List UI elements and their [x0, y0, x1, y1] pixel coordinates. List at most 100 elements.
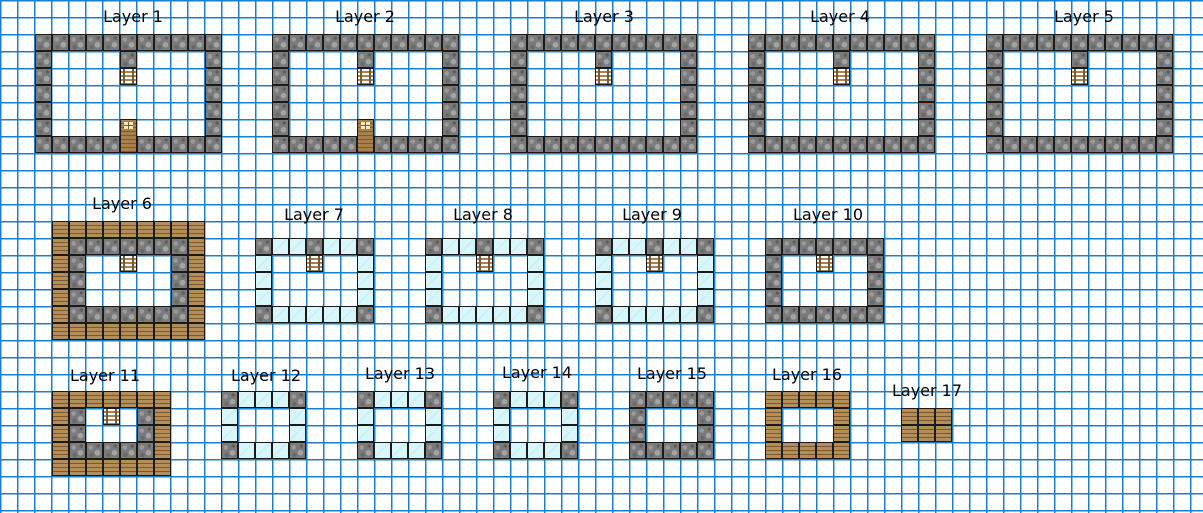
layer-label: Layer 11: [69, 366, 141, 385]
empty-cell: [850, 272, 867, 289]
cobblestone-block: [323, 34, 340, 51]
glass-block: [306, 306, 323, 323]
empty-cell: [782, 425, 799, 442]
empty-cell: [544, 51, 561, 68]
empty-cell: [867, 68, 884, 85]
empty-cell: [238, 408, 255, 425]
cobblestone-block: [205, 34, 222, 51]
empty-cell: [782, 102, 799, 119]
cobblestone-block: [171, 306, 188, 323]
cobblestone-block: [340, 136, 357, 153]
empty-cell: [1003, 68, 1020, 85]
empty-cell: [137, 119, 154, 136]
cobblestone-block: [221, 442, 238, 459]
empty-cell: [850, 255, 867, 272]
empty-cell: [442, 272, 459, 289]
layer-blocks: [510, 34, 697, 153]
empty-cell: [833, 255, 850, 272]
empty-cell: [833, 85, 850, 102]
cobblestone-block: [137, 238, 154, 255]
cobblestone-block: [137, 34, 154, 51]
cobblestone-block: [391, 136, 408, 153]
empty-cell: [1037, 68, 1054, 85]
glass-block: [238, 391, 255, 408]
empty-cell: [1105, 68, 1122, 85]
glass-block: [323, 238, 340, 255]
cobblestone-block: [425, 391, 442, 408]
wood-planks-block: [52, 306, 69, 323]
wood-planks-block: [154, 442, 171, 459]
cobblestone-block: [986, 51, 1003, 68]
wood-planks-block: [782, 442, 799, 459]
empty-cell: [527, 51, 544, 68]
empty-cell: [629, 85, 646, 102]
cobblestone-block: [272, 51, 289, 68]
layer-label: Layer 5: [1054, 7, 1114, 26]
empty-cell: [52, 68, 69, 85]
empty-cell: [612, 289, 629, 306]
empty-cell: [137, 272, 154, 289]
empty-cell: [1139, 51, 1156, 68]
empty-cell: [680, 408, 697, 425]
wood-planks-block: [52, 391, 69, 408]
cobblestone-block: [86, 238, 103, 255]
layer-label: Layer 17: [891, 381, 963, 400]
cobblestone-block: [629, 34, 646, 51]
empty-cell: [103, 272, 120, 289]
cobblestone-block: [425, 136, 442, 153]
glass-block: [425, 289, 442, 306]
cobblestone-block: [595, 306, 612, 323]
empty-cell: [578, 85, 595, 102]
empty-cell: [646, 289, 663, 306]
cobblestone-block: [289, 136, 306, 153]
empty-cell: [663, 408, 680, 425]
empty-cell: [86, 255, 103, 272]
cobblestone-block: [103, 34, 120, 51]
cobblestone-block: [986, 102, 1003, 119]
empty-cell: [578, 119, 595, 136]
empty-cell: [391, 51, 408, 68]
empty-cell: [544, 408, 561, 425]
cobblestone-block: [833, 34, 850, 51]
cobblestone-block: [69, 289, 86, 306]
cobblestone-block: [782, 136, 799, 153]
wood-planks-block: [52, 408, 69, 425]
cobblestone-block: [35, 85, 52, 102]
cobblestone-block: [103, 442, 120, 459]
empty-cell: [340, 255, 357, 272]
empty-cell: [255, 408, 272, 425]
cobblestone-block: [544, 34, 561, 51]
ladder-icon: [1071, 68, 1088, 85]
empty-cell: [391, 68, 408, 85]
wood-planks-block: [52, 459, 69, 476]
wood-planks-block: [103, 459, 120, 476]
empty-cell: [1003, 85, 1020, 102]
empty-cell: [120, 102, 137, 119]
cobblestone-block: [578, 136, 595, 153]
empty-cell: [120, 272, 137, 289]
empty-cell: [255, 425, 272, 442]
layer-label: Layer 10: [792, 205, 864, 224]
cobblestone-block: [646, 136, 663, 153]
glass-block: [255, 391, 272, 408]
empty-cell: [884, 102, 901, 119]
cobblestone-block: [816, 34, 833, 51]
cobblestone-block: [850, 136, 867, 153]
glass-block: [493, 238, 510, 255]
wood-planks-block: [103, 391, 120, 408]
empty-cell: [816, 408, 833, 425]
wood-planks-block: [188, 289, 205, 306]
wood-planks-block: [799, 442, 816, 459]
empty-cell: [340, 119, 357, 136]
cobblestone-block: [272, 85, 289, 102]
glass-block: [391, 391, 408, 408]
wood-planks-block: [52, 289, 69, 306]
empty-cell: [680, 289, 697, 306]
glass-block: [340, 238, 357, 255]
wood-planks-block: [765, 391, 782, 408]
cobblestone-block: [833, 51, 850, 68]
empty-cell: [765, 68, 782, 85]
cobblestone-block: [612, 136, 629, 153]
cobblestone-block: [425, 238, 442, 255]
empty-cell: [1105, 119, 1122, 136]
